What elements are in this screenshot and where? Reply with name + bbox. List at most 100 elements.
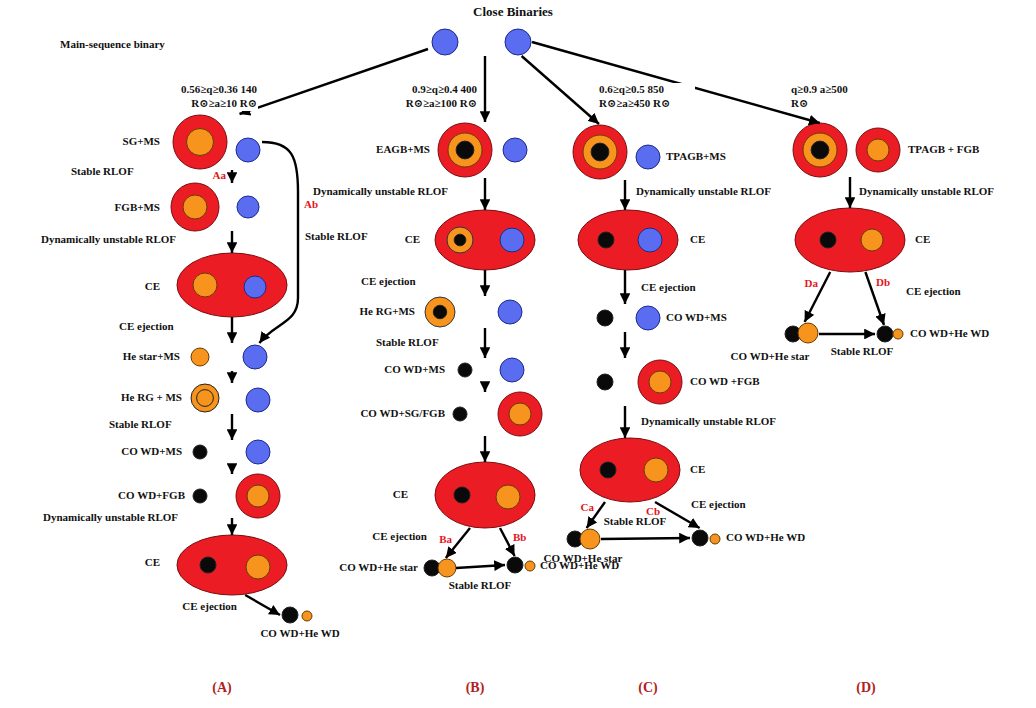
stage-label: TPAGB + FGB — [908, 143, 979, 157]
evolution-arrow — [231, 414, 233, 440]
stage-label: CO WD+He WD — [260, 627, 339, 641]
process-label: CE ejection — [360, 275, 417, 289]
stage-label: CO WD+He star — [731, 350, 810, 364]
evolution-arrow — [484, 436, 486, 462]
star-disc — [237, 196, 259, 218]
stage-label: CE — [145, 280, 160, 294]
binary-stage: CE — [177, 253, 287, 317]
evolution-arrow — [245, 595, 280, 615]
binary-stage: EAGB+MS — [437, 122, 529, 178]
branch-letter: Da — [805, 277, 818, 291]
common-envelope — [435, 210, 535, 270]
star-disc — [856, 128, 900, 172]
evolution-arrow — [231, 518, 233, 535]
process-label: Dynamically unstable RLOF — [42, 511, 179, 525]
process-label: 0.56≥q≥0.36 140 R⊙≥a≥10 R⊙ — [166, 83, 258, 111]
evolution-arrow — [805, 272, 831, 322]
process-label: Stable RLOF — [830, 345, 895, 359]
star-disc — [302, 611, 312, 621]
stage-label: CO WD+MS — [666, 311, 727, 325]
process-label: Dynamically unstable RLOF — [858, 185, 995, 199]
star-disc — [867, 139, 889, 161]
star-disc — [597, 310, 613, 326]
common-envelope — [580, 438, 680, 502]
common-envelope — [795, 208, 905, 272]
star-disc — [597, 374, 613, 390]
star-disc — [638, 360, 682, 404]
star-disc — [425, 297, 455, 327]
stage-label: CO WD+SG/FGB — [360, 407, 445, 421]
star-disc — [191, 384, 219, 412]
panel-letter: (A) — [212, 679, 231, 697]
star-disc — [246, 440, 270, 464]
evolution-arrow — [624, 270, 626, 304]
process-label: CE ejection — [181, 600, 238, 614]
star-disc — [200, 557, 216, 573]
evolution-arrow — [624, 180, 626, 210]
binary-stage: CO WD+He WD — [690, 528, 722, 548]
stage-label: CE — [405, 233, 420, 247]
binary-stage: He star+MS — [188, 343, 272, 371]
star-disc — [236, 474, 280, 518]
star-disc — [600, 462, 616, 478]
common-envelope — [177, 535, 287, 595]
stage-label: CO WD+He WD — [726, 531, 805, 545]
panel-letter: (C) — [638, 679, 657, 697]
binary-stage: CO WD+MS — [595, 304, 661, 332]
star-disc — [636, 306, 660, 330]
star-disc — [454, 487, 470, 503]
star-disc — [636, 145, 660, 169]
star-disc — [432, 29, 458, 55]
star-disc — [598, 232, 614, 248]
process-label: CE ejection — [371, 530, 428, 544]
star-disc — [500, 358, 524, 382]
process-label: CE ejection — [640, 281, 697, 295]
star-disc — [171, 183, 219, 231]
evolution-arrow — [231, 170, 233, 183]
process-label: Dynamically unstable RLOF — [640, 415, 777, 429]
star-disc — [193, 273, 217, 297]
evolution-arrow — [456, 565, 505, 568]
branch-letter: Cb — [646, 505, 660, 519]
common-envelope — [435, 462, 535, 528]
common-envelope — [578, 210, 678, 270]
evolution-arrow — [484, 270, 486, 296]
star-disc — [505, 29, 531, 55]
evolution-arrow — [624, 332, 626, 358]
evolution-arrow — [259, 142, 298, 343]
stage-label: CE — [915, 233, 930, 247]
star-disc — [197, 390, 214, 407]
star-disc — [509, 403, 531, 425]
star-disc — [282, 607, 298, 623]
binary-stage: CO WD +FGB — [595, 358, 683, 406]
binary-stage: CO WD+FGB — [190, 474, 282, 518]
binary-stage: CO WD+SG/FGB — [450, 392, 545, 436]
star-disc — [173, 115, 227, 169]
branch-letter: Bb — [513, 531, 526, 545]
evolution-arrow — [624, 406, 626, 438]
binary-stage: TPAGB + FGB — [793, 123, 900, 177]
binary-stage: He RG+MS — [424, 296, 524, 328]
star-disc — [496, 485, 520, 509]
binary-stage: He RG + MS — [188, 383, 272, 414]
star-disc — [893, 329, 903, 339]
process-label: 0.6≥q≥0.5 850 R⊙≥a≥450 R⊙ — [598, 83, 695, 111]
star-disc — [877, 326, 893, 342]
evolution-arrow — [601, 538, 690, 539]
star-disc — [453, 407, 467, 421]
branch-letter: Ab — [304, 198, 318, 212]
stage-label: CO WD+He WD — [910, 327, 989, 341]
stage-label: He RG+MS — [360, 305, 415, 319]
evolution-arrow — [532, 42, 820, 123]
star-disc — [456, 141, 474, 159]
star-disc — [820, 232, 836, 248]
evolution-arrow — [849, 177, 851, 208]
stage-label: CE — [690, 463, 705, 477]
binary-stage: CO WD+MS — [190, 440, 272, 464]
process-label: CE ejection — [118, 320, 175, 334]
stage-label: EAGB+MS — [376, 143, 430, 157]
stage-label: FGB+MS — [115, 201, 160, 215]
star-disc — [243, 345, 267, 369]
evolution-arrow — [500, 528, 515, 556]
stage-label: CO WD+He star — [339, 561, 418, 575]
